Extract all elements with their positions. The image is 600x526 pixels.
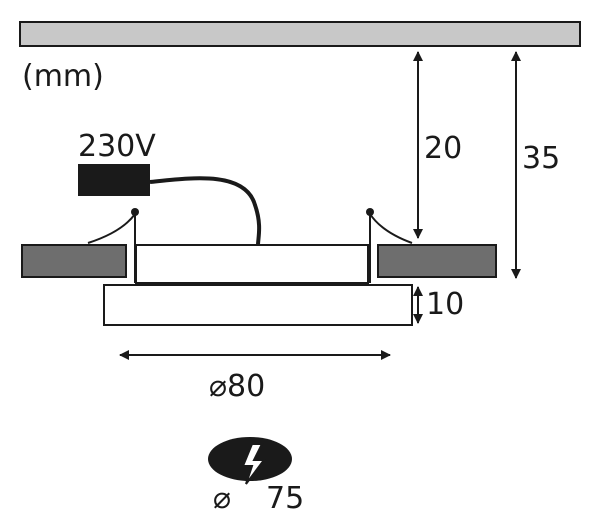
cutout-diameter-symbol: ⌀	[213, 481, 231, 516]
voltage-label: 230V	[78, 129, 156, 164]
driver-box	[78, 164, 150, 196]
lamp-faceplate	[103, 284, 413, 326]
ceiling-board-left	[21, 244, 127, 278]
ceiling-gap-label: 20	[424, 131, 462, 166]
drill-bit-icon	[241, 443, 266, 485]
units-label: (mm)	[22, 59, 104, 94]
driver-cable	[149, 176, 262, 246]
ceiling-board-right	[377, 244, 497, 278]
spring-arm-right	[369, 213, 413, 244]
lamp-housing	[135, 244, 369, 284]
lamp-thickness-label: 10	[426, 287, 464, 322]
total-depth-label: 35	[522, 141, 560, 176]
spring-arm-left	[87, 213, 136, 244]
ceiling-slab	[19, 21, 581, 47]
cutout-diameter-label: 75	[266, 481, 304, 516]
lamp-diameter-label: ⌀80	[209, 369, 265, 404]
